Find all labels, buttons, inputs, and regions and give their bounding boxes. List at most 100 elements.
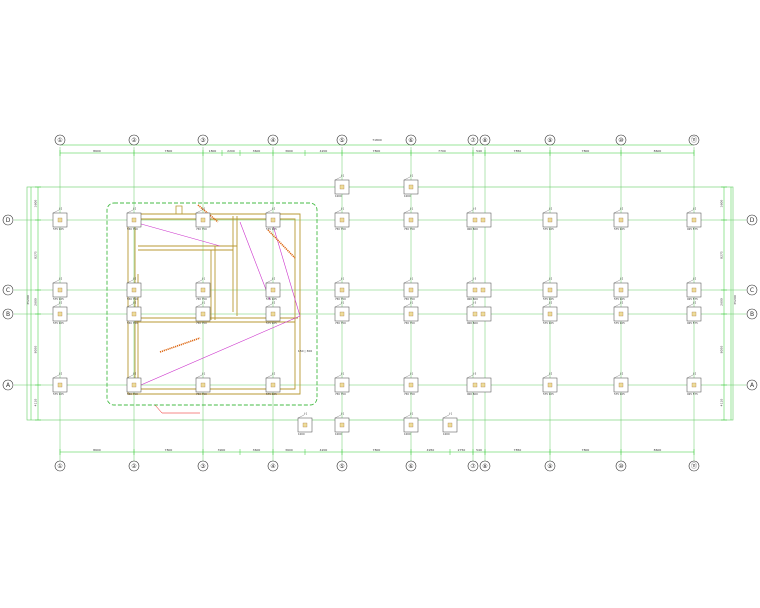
column-section (408, 184, 414, 190)
tag-leader (52, 374, 60, 379)
top-dim-text: 8600 (93, 149, 101, 153)
axis-bubble-c6: ⑥ (405, 460, 417, 472)
left-dim-text: 4110 (34, 399, 38, 407)
axis-circle (267, 460, 279, 472)
tag-leader (613, 279, 621, 284)
bottom-dim-text: 7800 (373, 448, 381, 452)
tag-leader (466, 209, 474, 214)
footing-dims: 750 750 (404, 392, 415, 396)
footing-dims: 750 750 (335, 297, 346, 301)
column-section (408, 311, 414, 317)
footing-tag: J-2 (692, 372, 697, 376)
tag-leader (403, 279, 411, 284)
footing-tag: J-1 (303, 412, 308, 416)
axis-label: ⑤ (339, 137, 344, 144)
column-footing: J-3900 800 (466, 301, 492, 325)
footing-dims: 550 750 (127, 297, 138, 301)
axis-circle (2, 308, 14, 320)
tag-leader (466, 279, 474, 284)
axis-circle (128, 134, 140, 146)
axis-grid-lines (14, 147, 746, 461)
axis-label: ⑩ (618, 463, 623, 470)
footing-dims: 750 750 (196, 392, 207, 396)
footing-dims: 1000 (404, 432, 411, 436)
column-section (131, 382, 137, 388)
axis-label: ⑥ (408, 137, 413, 144)
top-dim-text: 7800 (165, 149, 173, 153)
axis-circle (267, 134, 279, 146)
footing-dims: 575 925 (53, 392, 64, 396)
footing-tag: J-1 (340, 372, 345, 376)
column-section (547, 217, 553, 223)
axis-bubble-c10: ⑩ (615, 134, 627, 146)
footing-tag: J-1 (340, 412, 345, 416)
footing-dims: 900 800 (467, 227, 478, 231)
footing-dims: 575 925 (614, 227, 625, 231)
footing-tag: J-1 (340, 207, 345, 211)
footing-dims: 900 800 (467, 321, 478, 325)
region-boundary (106, 202, 318, 406)
foundation-beam (134, 218, 296, 390)
column-section (618, 311, 624, 317)
axis-label: A (750, 382, 755, 389)
tag-leader (686, 279, 694, 284)
tag-leader (613, 303, 621, 308)
axis-bubble-c3: ③ (197, 134, 209, 146)
tag-leader (403, 374, 411, 379)
footing-dims: 1000 (335, 194, 342, 198)
axis-circle (54, 134, 66, 146)
footing-tag: J-2 (548, 277, 553, 281)
footing-tag: J-2 (132, 372, 137, 376)
bottom-dim-text: 4950 (427, 448, 435, 452)
diagonal-line (133, 221, 221, 247)
footing-dims: 1000 (335, 432, 342, 436)
axis-circle (2, 214, 14, 226)
axis-label: ⑧ (482, 137, 487, 144)
axis-bubble-c3: ③ (197, 460, 209, 472)
top-dim-text: 1800 (209, 149, 217, 153)
axis-bubble-rC: C (2, 284, 14, 296)
column-section (339, 382, 345, 388)
footing-tag: J-2 (619, 207, 624, 211)
column-section (200, 287, 206, 293)
column-section (302, 422, 308, 428)
left-dim-text: 8275 (34, 251, 38, 259)
tag-leader (52, 303, 60, 308)
axis-label: C (6, 287, 10, 294)
axis-circle (746, 308, 758, 320)
axis-label: ⑧ (482, 463, 487, 470)
footing-tag: J-2 (58, 301, 63, 305)
annotation-mark (159, 337, 201, 353)
footing-tag: J-2 (271, 277, 276, 281)
column-section (547, 382, 553, 388)
footing-dims: 925 575 (687, 297, 698, 301)
footing-dims: 925 575 (687, 392, 698, 396)
column-footing: J-3900 800 (466, 277, 492, 301)
column-section (408, 382, 414, 388)
footing-tag: J-1 (201, 277, 206, 281)
footing-dims: 750 750 (335, 227, 346, 231)
axis-label: ⑥ (408, 463, 413, 470)
footing-dims: 550 750 (127, 392, 138, 396)
column-section (472, 311, 478, 317)
column-section (691, 311, 697, 317)
footing-tag: J-2 (58, 277, 63, 281)
footing-tag: J-3 (472, 277, 477, 281)
footing-dims: 1000 (404, 194, 411, 198)
top-dim-text: 7850 (514, 149, 522, 153)
axis-circle (746, 214, 758, 226)
